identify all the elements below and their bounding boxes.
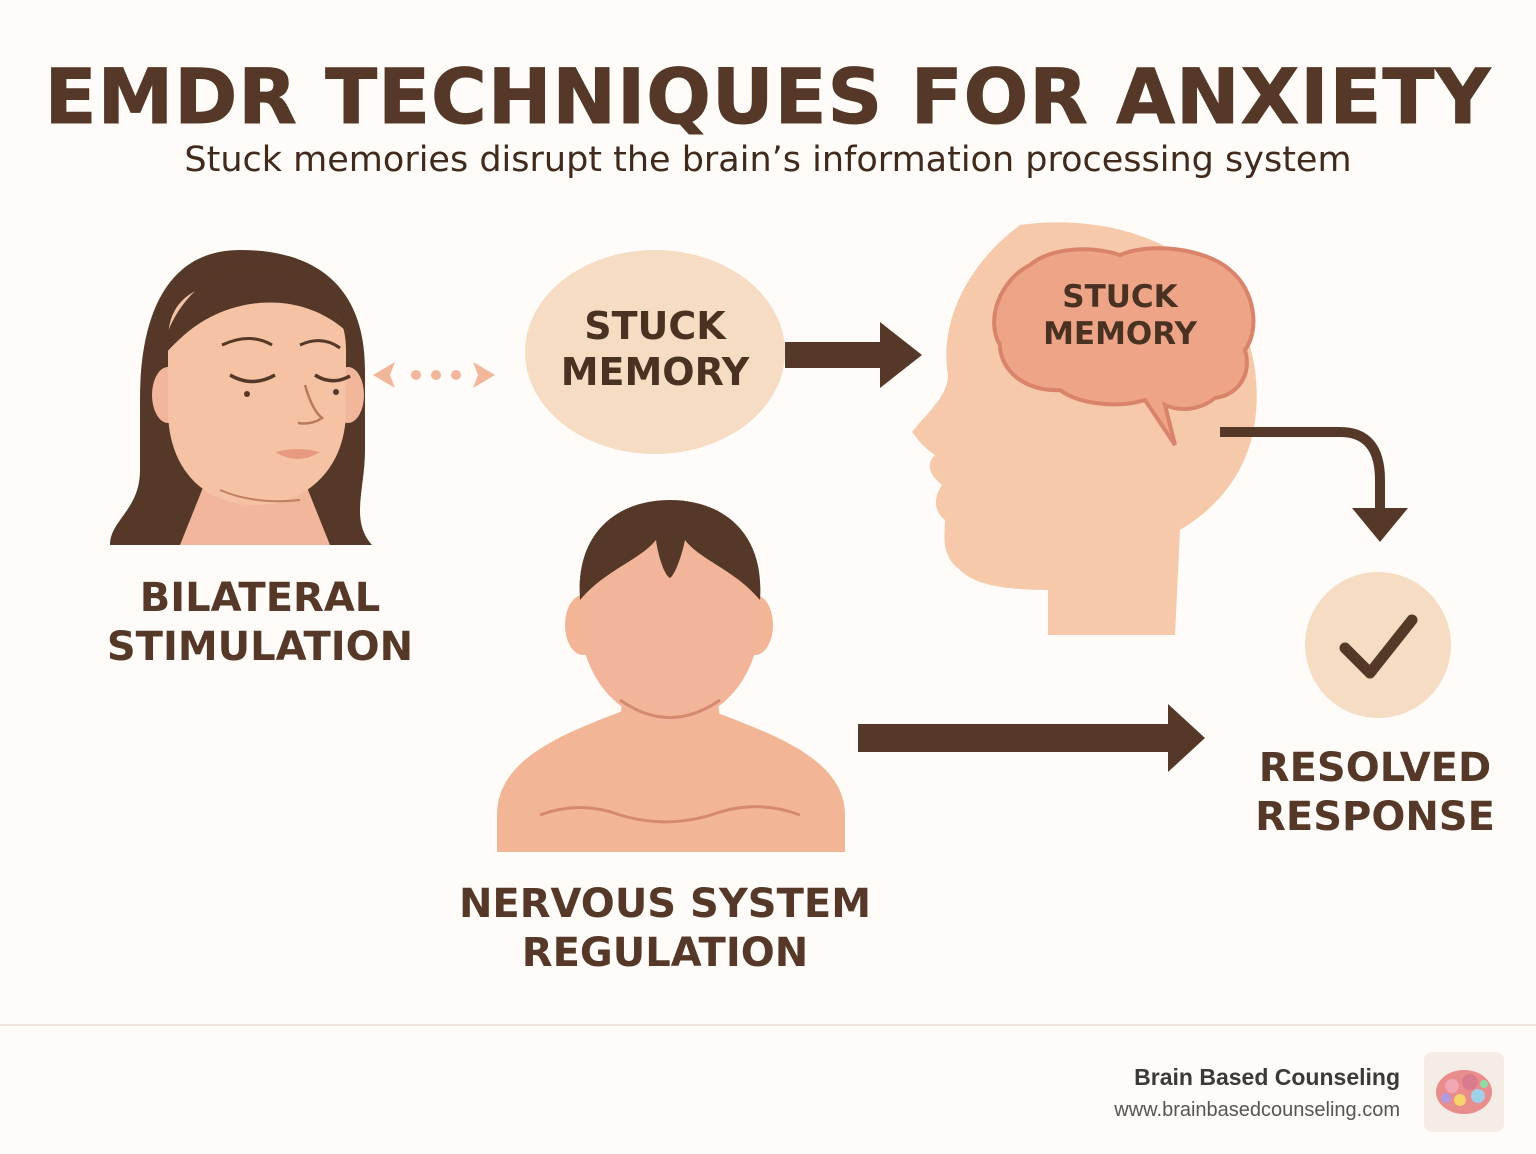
resolved-check-circle — [1305, 572, 1451, 718]
brain-logo-icon — [1424, 1052, 1504, 1132]
page-title: EMDR TECHNIQUES FOR ANXIETY — [44, 52, 1492, 142]
footer-divider — [0, 1024, 1536, 1026]
label-bilateral-stimulation: BILATERAL STIMULATION — [106, 575, 414, 670]
arrow-to-head — [785, 322, 922, 388]
person-illustration — [497, 500, 845, 852]
woman-illustration — [110, 250, 372, 545]
head-profile — [912, 222, 1257, 635]
brand-url[interactable]: www.brainbasedcounseling.com — [1114, 1099, 1400, 1121]
page-subtitle: Stuck memories disrupt the brain’s infor… — [184, 140, 1352, 180]
brand-name: Brain Based Counseling — [1134, 1064, 1400, 1090]
stuck-memory-bubble — [525, 250, 785, 454]
label-brain-stuck-memory: STUCK MEMORY — [1043, 279, 1197, 353]
label-nervous-system-regulation: NERVOUS SYSTEM REGULATION — [458, 881, 872, 976]
arrow-to-resolved — [1220, 427, 1408, 542]
label-resolved-response: RESOLVED RESPONSE — [1255, 745, 1495, 840]
bilateral-arrow — [373, 362, 495, 388]
label-stuck-memory: STUCK MEMORY — [560, 304, 750, 394]
arrow-from-regulation — [858, 704, 1205, 772]
